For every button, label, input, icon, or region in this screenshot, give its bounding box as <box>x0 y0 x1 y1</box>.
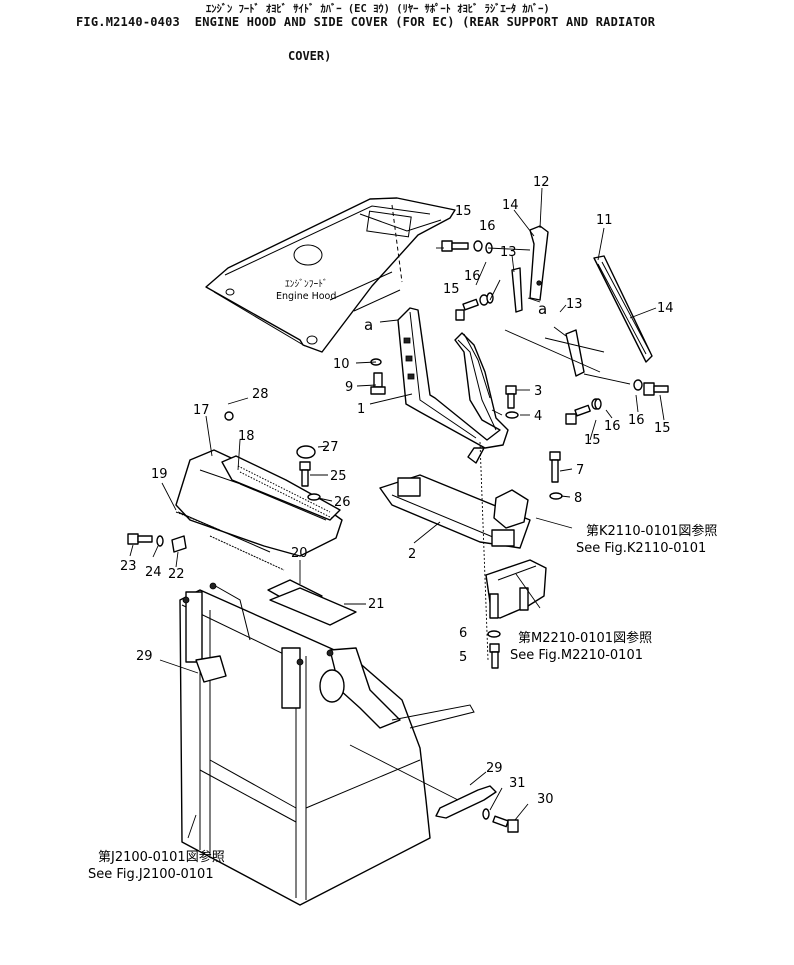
ref-m2210-en: See Fig.M2210-0101 <box>510 648 643 663</box>
ref-m2210-jp: 第M2210-0101図参照 <box>518 630 652 646</box>
callout-25: 25 <box>330 469 347 484</box>
handle-29 <box>435 785 497 819</box>
callout-2: 2 <box>408 547 416 562</box>
view-marker-a-right: a <box>538 300 547 318</box>
engine-hood-label-en: Engine Hood <box>276 291 336 302</box>
callout-19: 19 <box>151 467 168 482</box>
callout-31: 31 <box>509 776 526 791</box>
callout-24: 24 <box>145 565 162 580</box>
callout-5: 5 <box>459 650 467 665</box>
ref-j2100-en: See Fig.J2100-0101 <box>88 867 214 882</box>
callout-21: 21 <box>368 597 385 612</box>
callout-1: 1 <box>357 402 365 417</box>
callout-6: 6 <box>459 626 467 641</box>
callout-27: 27 <box>322 440 339 455</box>
callout-4: 4 <box>534 409 542 424</box>
callout-9: 9 <box>345 380 353 395</box>
view-marker-a-left: a <box>364 316 373 334</box>
callout-30: 30 <box>537 792 554 807</box>
header-japanese-title: ｴﾝｼﾞﾝ ﾌｰﾄﾞ ｵﾖﾋﾞ ｻｲﾄﾞ ｶﾊﾞｰ (EC ﾖｳ) (ﾘﾔｰ ｻ… <box>206 3 550 15</box>
bracket-13-lower <box>565 329 585 377</box>
callout-17: 17 <box>193 403 210 418</box>
callout-8: 8 <box>574 491 582 506</box>
callout-15d: 15 <box>654 421 671 436</box>
bracket-12 <box>529 225 549 301</box>
ref-k2110-jp: 第K2110-0101図参照 <box>586 523 717 539</box>
engine-hood-label-jp: ｴﾝｼﾞﾝﾌｰﾄﾞ <box>285 279 328 290</box>
plate-21 <box>269 587 357 626</box>
callout-11: 11 <box>596 213 613 228</box>
ref-k2110-en: See Fig.K2110-0101 <box>576 541 706 556</box>
callout-29b: 29 <box>486 761 503 776</box>
callout-13b: 13 <box>566 297 583 312</box>
ref-j2100-jp: 第J2100-0101図参照 <box>98 849 225 865</box>
callout-3: 3 <box>534 384 542 399</box>
callout-15c: 15 <box>584 433 601 448</box>
engine-mount-bracket <box>485 559 547 619</box>
leader-lines <box>129 187 665 839</box>
callout-16d: 16 <box>628 413 645 428</box>
callout-13a: 13 <box>500 245 517 260</box>
main-frame <box>179 582 475 906</box>
callout-26: 26 <box>334 495 351 510</box>
lower-mount <box>379 474 531 549</box>
callout-10: 10 <box>333 357 350 372</box>
callout-29a: 29 <box>136 649 153 664</box>
callout-14b: 14 <box>657 301 674 316</box>
callout-16b: 16 <box>464 269 481 284</box>
fasteners <box>127 240 669 833</box>
figure-references: 第K2110-0101図参照 See Fig.K2110-0101 第M2210… <box>88 523 717 882</box>
seal-19 <box>175 511 285 571</box>
callout-28: 28 <box>252 387 269 402</box>
callout-15a: 15 <box>455 204 472 219</box>
radiator-cover <box>593 255 653 363</box>
engine-hood: ｴﾝｼﾞﾝﾌｰﾄﾞ Engine Hood <box>205 197 456 353</box>
callout-14a: 14 <box>502 198 519 213</box>
callout-7: 7 <box>576 463 584 478</box>
callout-16c: 16 <box>604 419 621 434</box>
side-cover <box>175 449 343 557</box>
callout-15b: 15 <box>443 282 460 297</box>
callout-12: 12 <box>533 175 550 190</box>
callout-16a: 16 <box>479 219 496 234</box>
callout-23: 23 <box>120 559 137 574</box>
figure-title-continued: COVER) <box>288 49 332 63</box>
figure-title: FIG.M2140-0403 ENGINE HOOD AND SIDE COVE… <box>76 15 656 29</box>
rear-support <box>397 307 509 464</box>
callout-20: 20 <box>291 546 308 561</box>
callout-18: 18 <box>238 429 255 444</box>
callout-numbers: 1 2 3 4 5 6 7 8 9 10 11 12 13 13 14 14 1… <box>120 175 674 807</box>
callout-22: 22 <box>168 567 185 582</box>
bracket-13-upper <box>511 267 523 313</box>
